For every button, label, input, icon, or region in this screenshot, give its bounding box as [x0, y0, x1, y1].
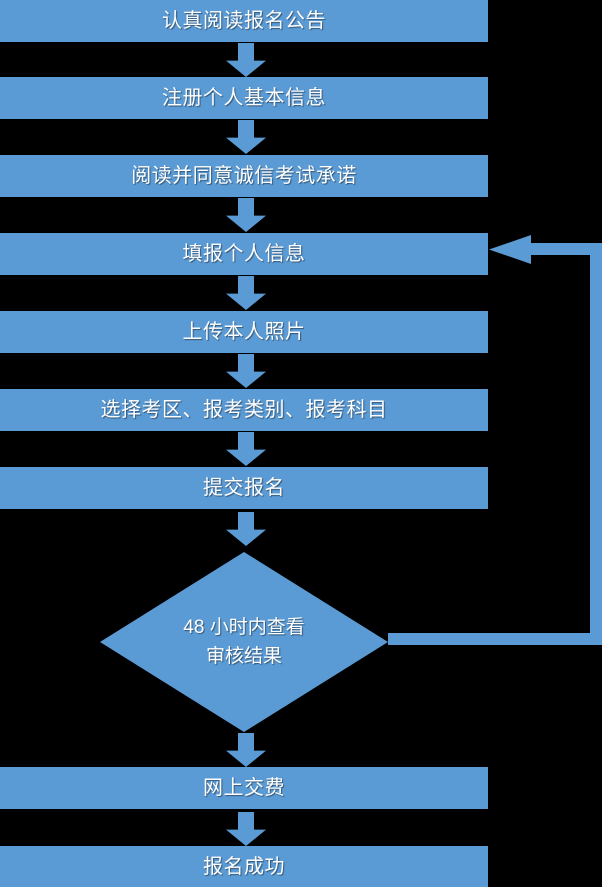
arrow-left-icon	[489, 235, 531, 264]
arrow-down-icon-8	[226, 733, 266, 767]
flow-node-step-7[interactable]: 提交报名	[0, 467, 488, 509]
feedback-loop-segment-bottom	[388, 633, 602, 645]
arrow-down-icon-9	[226, 812, 266, 846]
arrow-down-icon-5	[226, 354, 266, 388]
feedback-loop-segment-right	[590, 243, 602, 645]
flow-node-label: 填报个人信息	[182, 243, 306, 265]
flow-node-label: 提交报名	[203, 477, 285, 499]
flow-node-step-2[interactable]: 注册个人基本信息	[0, 77, 488, 119]
arrow-down-icon-4	[226, 276, 266, 310]
flow-node-label: 注册个人基本信息	[162, 87, 326, 109]
flow-node-step-6[interactable]: 选择考区、报考类别、报考科目	[0, 389, 488, 431]
flow-node-step-3[interactable]: 阅读并同意诚信考试承诺	[0, 155, 488, 197]
flow-node-label: 选择考区、报考类别、报考科目	[100, 399, 388, 421]
diamond-shape	[100, 552, 388, 732]
flow-node-step-4[interactable]: 填报个人信息	[0, 233, 488, 275]
flow-node-label: 网上交费	[203, 777, 285, 799]
arrow-down-icon-1	[226, 43, 266, 77]
arrow-down-icon-3	[226, 198, 266, 232]
arrow-down-icon-6	[226, 432, 266, 466]
flow-node-decision-review[interactable]: 48 小时内查看 审核结果	[100, 552, 388, 732]
flow-node-step-1[interactable]: 认真阅读报名公告	[0, 0, 488, 42]
arrow-down-icon-2	[226, 120, 266, 154]
arrow-down-icon-7	[226, 512, 266, 546]
flow-node-step-5[interactable]: 上传本人照片	[0, 311, 488, 353]
flow-node-label: 报名成功	[203, 856, 285, 878]
flow-node-label: 上传本人照片	[182, 321, 306, 343]
flow-node-step-9[interactable]: 报名成功	[0, 846, 488, 887]
flow-node-step-8[interactable]: 网上交费	[0, 767, 488, 809]
flow-node-label: 阅读并同意诚信考试承诺	[131, 165, 357, 187]
feedback-loop-segment-top	[530, 243, 602, 255]
flow-node-label: 认真阅读报名公告	[162, 10, 326, 32]
